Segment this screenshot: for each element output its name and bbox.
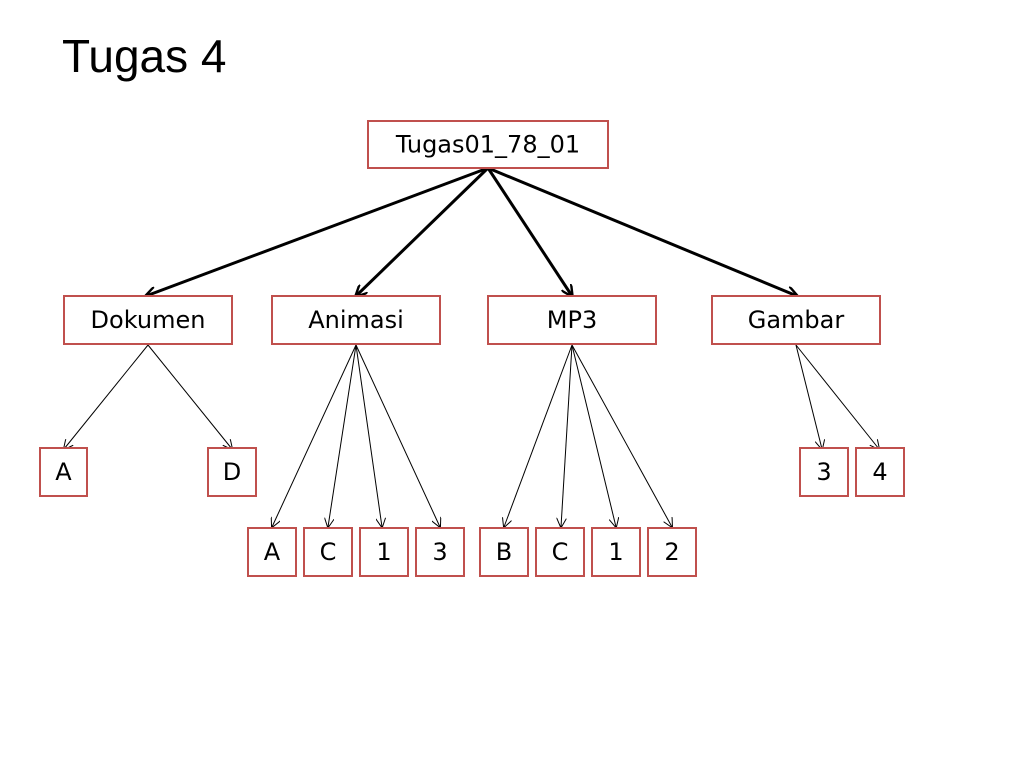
edge-root-to-mp3 (486, 167, 572, 296)
root-node-box (367, 120, 609, 169)
folder-node-dokumen: Dokumen (63, 295, 233, 345)
leaf-node-animasi-1-box (359, 527, 409, 577)
edge-mp3-to-b-0 (504, 344, 573, 527)
folder-node-animasi-label: Animasi (308, 306, 404, 334)
leaf-node-animasi-c-label: C (320, 538, 337, 566)
leaf-node-dokumen-d-label: D (223, 458, 241, 486)
edge-root-to-dokumen (146, 166, 489, 296)
folder-node-dokumen-box (63, 295, 233, 345)
leaf-node-mp3-c: C (535, 527, 585, 577)
edge-animasi-to-a-0 (272, 344, 357, 527)
edge-dokumen-to-a-0 (64, 344, 149, 449)
edge-mp3-to-c-1 (561, 344, 573, 527)
folder-node-gambar-box (711, 295, 881, 345)
folder-node-mp3: MP3 (487, 295, 657, 345)
root-node: Tugas01_78_01 (367, 120, 609, 169)
leaf-node-mp3-1-label: 1 (608, 538, 623, 566)
leaf-node-animasi-3-box (415, 527, 465, 577)
leaf-node-dokumen-a-label: A (55, 458, 72, 486)
leaf-node-dokumen-d: D (207, 447, 257, 497)
edge-animasi-to-c-1 (328, 344, 357, 527)
folder-node-dokumen-label: Dokumen (91, 306, 206, 334)
leaf-node-gambar-3: 3 (799, 447, 849, 497)
leaf-node-mp3-2-label: 2 (664, 538, 679, 566)
leaf-node-mp3-b-box (479, 527, 529, 577)
leaf-node-mp3-2: 2 (647, 527, 697, 577)
leaf-node-mp3-1-box (591, 527, 641, 577)
slide-title: Tugas 4 (62, 30, 227, 82)
leaf-node-dokumen-a: A (39, 447, 88, 497)
leaf-node-animasi-a-label: A (264, 538, 281, 566)
folder-node-gambar: Gambar (711, 295, 881, 345)
leaf-node-mp3-1: 1 (591, 527, 641, 577)
leaf-node-mp3-2-box (647, 527, 697, 577)
leaf-node-gambar-4-label: 4 (872, 458, 887, 486)
edge-animasi-to-1-2 (355, 344, 382, 527)
folder-node-mp3-box (487, 295, 657, 345)
leaf-node-gambar-4-box (855, 447, 905, 497)
leaf-node-animasi-1-label: 1 (376, 538, 391, 566)
leaf-node-dokumen-a-box (39, 447, 88, 497)
folder-node-animasi: Animasi (271, 295, 441, 345)
leaf-node-animasi-3: 3 (415, 527, 465, 577)
leaf-node-mp3-c-box (535, 527, 585, 577)
leaf-node-animasi-c: C (303, 527, 353, 577)
edge-mp3-to-1-2 (571, 344, 616, 527)
leaf-node-mp3-b: B (479, 527, 529, 577)
edge-dokumen-to-d-1 (147, 344, 232, 449)
leaf-node-animasi-1: 1 (359, 527, 409, 577)
leaf-node-dokumen-d-box (207, 447, 257, 497)
root-node-label: Tugas01_78_01 (395, 131, 580, 159)
leaf-node-animasi-c-box (303, 527, 353, 577)
leaf-node-animasi-a-box (247, 527, 297, 577)
leaf-node-mp3-c-label: C (552, 538, 569, 566)
leaf-node-animasi-3-label: 3 (432, 538, 447, 566)
leaf-node-gambar-3-label: 3 (816, 458, 831, 486)
folder-node-animasi-box (271, 295, 441, 345)
edge-gambar-to-3-0 (795, 344, 822, 449)
leaf-node-gambar-3-box (799, 447, 849, 497)
edge-root-to-gambar (487, 166, 797, 296)
edge-root-to-animasi (356, 166, 490, 296)
leaf-node-animasi-a: A (247, 527, 297, 577)
leaf-node-mp3-b-label: B (496, 538, 512, 566)
edge-gambar-to-4-1 (795, 344, 879, 449)
folder-node-gambar-label: Gambar (748, 306, 845, 334)
leaf-node-gambar-4: 4 (855, 447, 905, 497)
edge-animasi-to-3-3 (355, 344, 440, 527)
edge-mp3-to-2-3 (571, 344, 672, 527)
folder-node-mp3-label: MP3 (547, 306, 597, 334)
